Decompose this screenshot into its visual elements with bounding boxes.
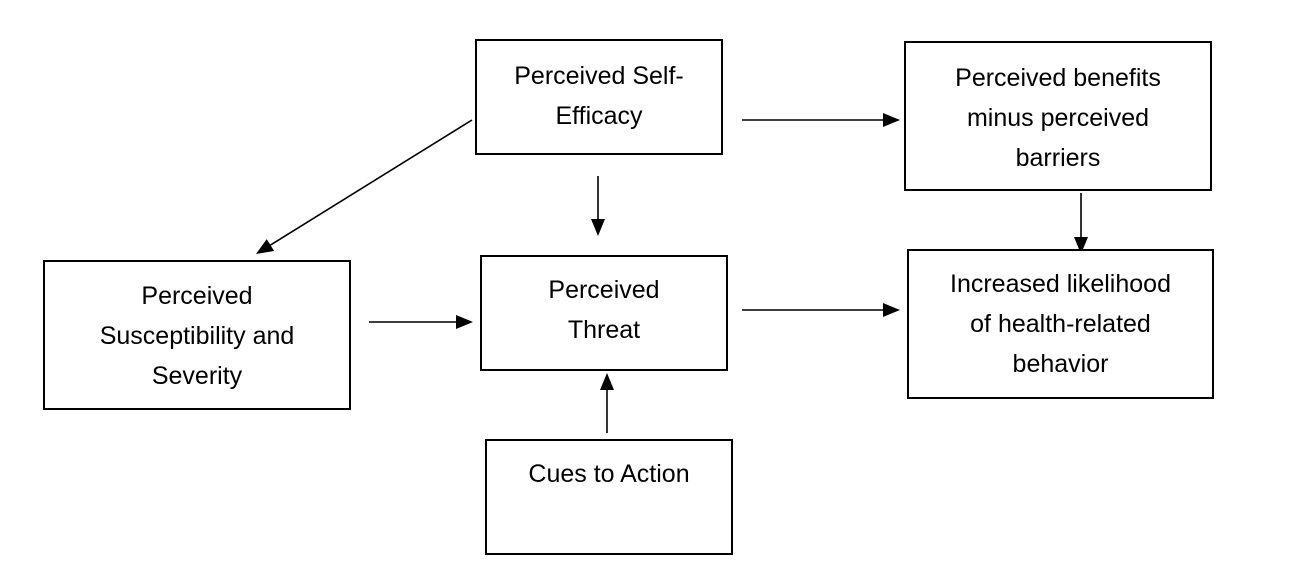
node-self-efficacy: Perceived Self- Efficacy (475, 39, 723, 155)
node-benefits-barriers: Perceived benefits minus perceived barrier… (904, 41, 1212, 191)
arrow-benefits-barriers-to-likelihood (1074, 193, 1088, 254)
node-label-line: Threat (568, 316, 640, 344)
arrow-head (883, 303, 900, 317)
node-label-line: minus perceived (967, 104, 1149, 132)
node-label-line: Perceived benefits (955, 64, 1161, 92)
node-box (485, 439, 733, 555)
arrow-self-efficacy-to-benefits-barriers (742, 113, 900, 127)
node-cues: Cues to Action (485, 439, 733, 555)
node-box (907, 249, 1214, 399)
node-label-line: Efficacy (555, 102, 643, 130)
node-box (43, 260, 351, 410)
edges-layer (256, 113, 1088, 433)
arrow-head (456, 315, 473, 329)
node-likelihood: Increased likelihood of health-related beh… (907, 249, 1214, 399)
node-label-line: Cues to Action (528, 460, 689, 488)
node-box (904, 41, 1212, 191)
node-label-line: of health-related (970, 310, 1151, 338)
arrow-cues-to-threat (600, 373, 614, 433)
arrow-head (883, 113, 900, 127)
arrow-head (600, 373, 614, 390)
nodes-layer: Perceived Self- Efficacy Perceived benefit… (43, 39, 1214, 555)
edge-line (270, 119, 473, 246)
arrow-threat-to-likelihood (742, 303, 900, 317)
node-label-line: Perceived (548, 276, 659, 304)
node-label-line: Perceived (141, 282, 252, 310)
node-box (475, 39, 723, 155)
node-label-line: Susceptibility and (100, 322, 295, 350)
node-label-line: behavior (1013, 350, 1109, 378)
arrow-head (1074, 237, 1088, 254)
arrow-self-efficacy-to-threat (591, 176, 605, 236)
node-label-line: Severity (152, 362, 243, 390)
node-label-line: Increased likelihood (950, 270, 1171, 298)
node-label-line: barriers (1016, 144, 1101, 172)
arrow-head (256, 239, 275, 254)
arrow-susceptibility-severity-to-threat (369, 315, 473, 329)
node-label-line: Perceived Self- (514, 62, 684, 90)
node-box (480, 255, 728, 371)
arrow-self-efficacy-to-susceptibility-severity (256, 119, 473, 254)
arrow-head (591, 219, 605, 236)
